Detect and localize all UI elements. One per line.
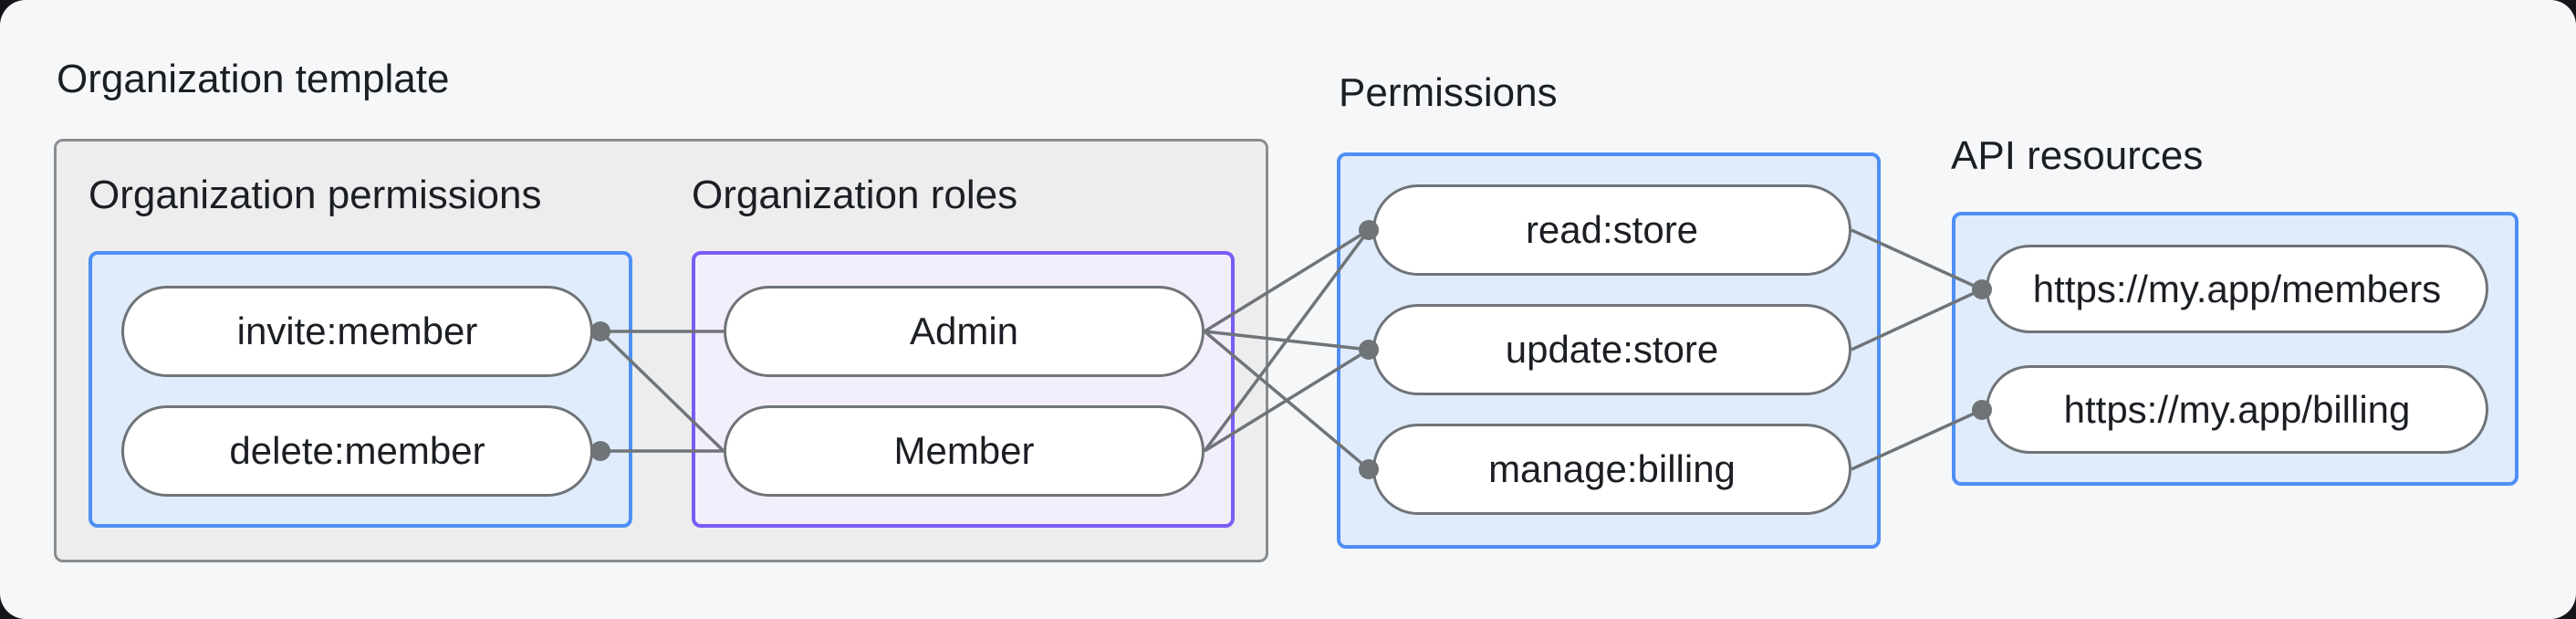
- organization-permissions-heading: Organization permissions: [89, 173, 542, 217]
- node-member-role: Member: [724, 405, 1205, 497]
- api-resources-heading: API resources: [1951, 133, 2204, 178]
- organization-roles-heading: Organization roles: [692, 173, 1018, 217]
- node-read-store: read:store: [1372, 184, 1851, 276]
- node-api-billing-url: https://my.app/billing: [1986, 365, 2488, 454]
- node-invite-member: invite:member: [121, 286, 593, 377]
- node-api-members-url: https://my.app/members: [1986, 245, 2488, 333]
- node-update-store: update:store: [1372, 304, 1851, 395]
- permissions-heading: Permissions: [1339, 70, 1558, 115]
- node-admin-role: Admin: [724, 286, 1205, 377]
- node-manage-billing: manage:billing: [1372, 424, 1851, 515]
- organization-template-title: Organization template: [57, 57, 450, 101]
- node-delete-member: delete:member: [121, 405, 593, 497]
